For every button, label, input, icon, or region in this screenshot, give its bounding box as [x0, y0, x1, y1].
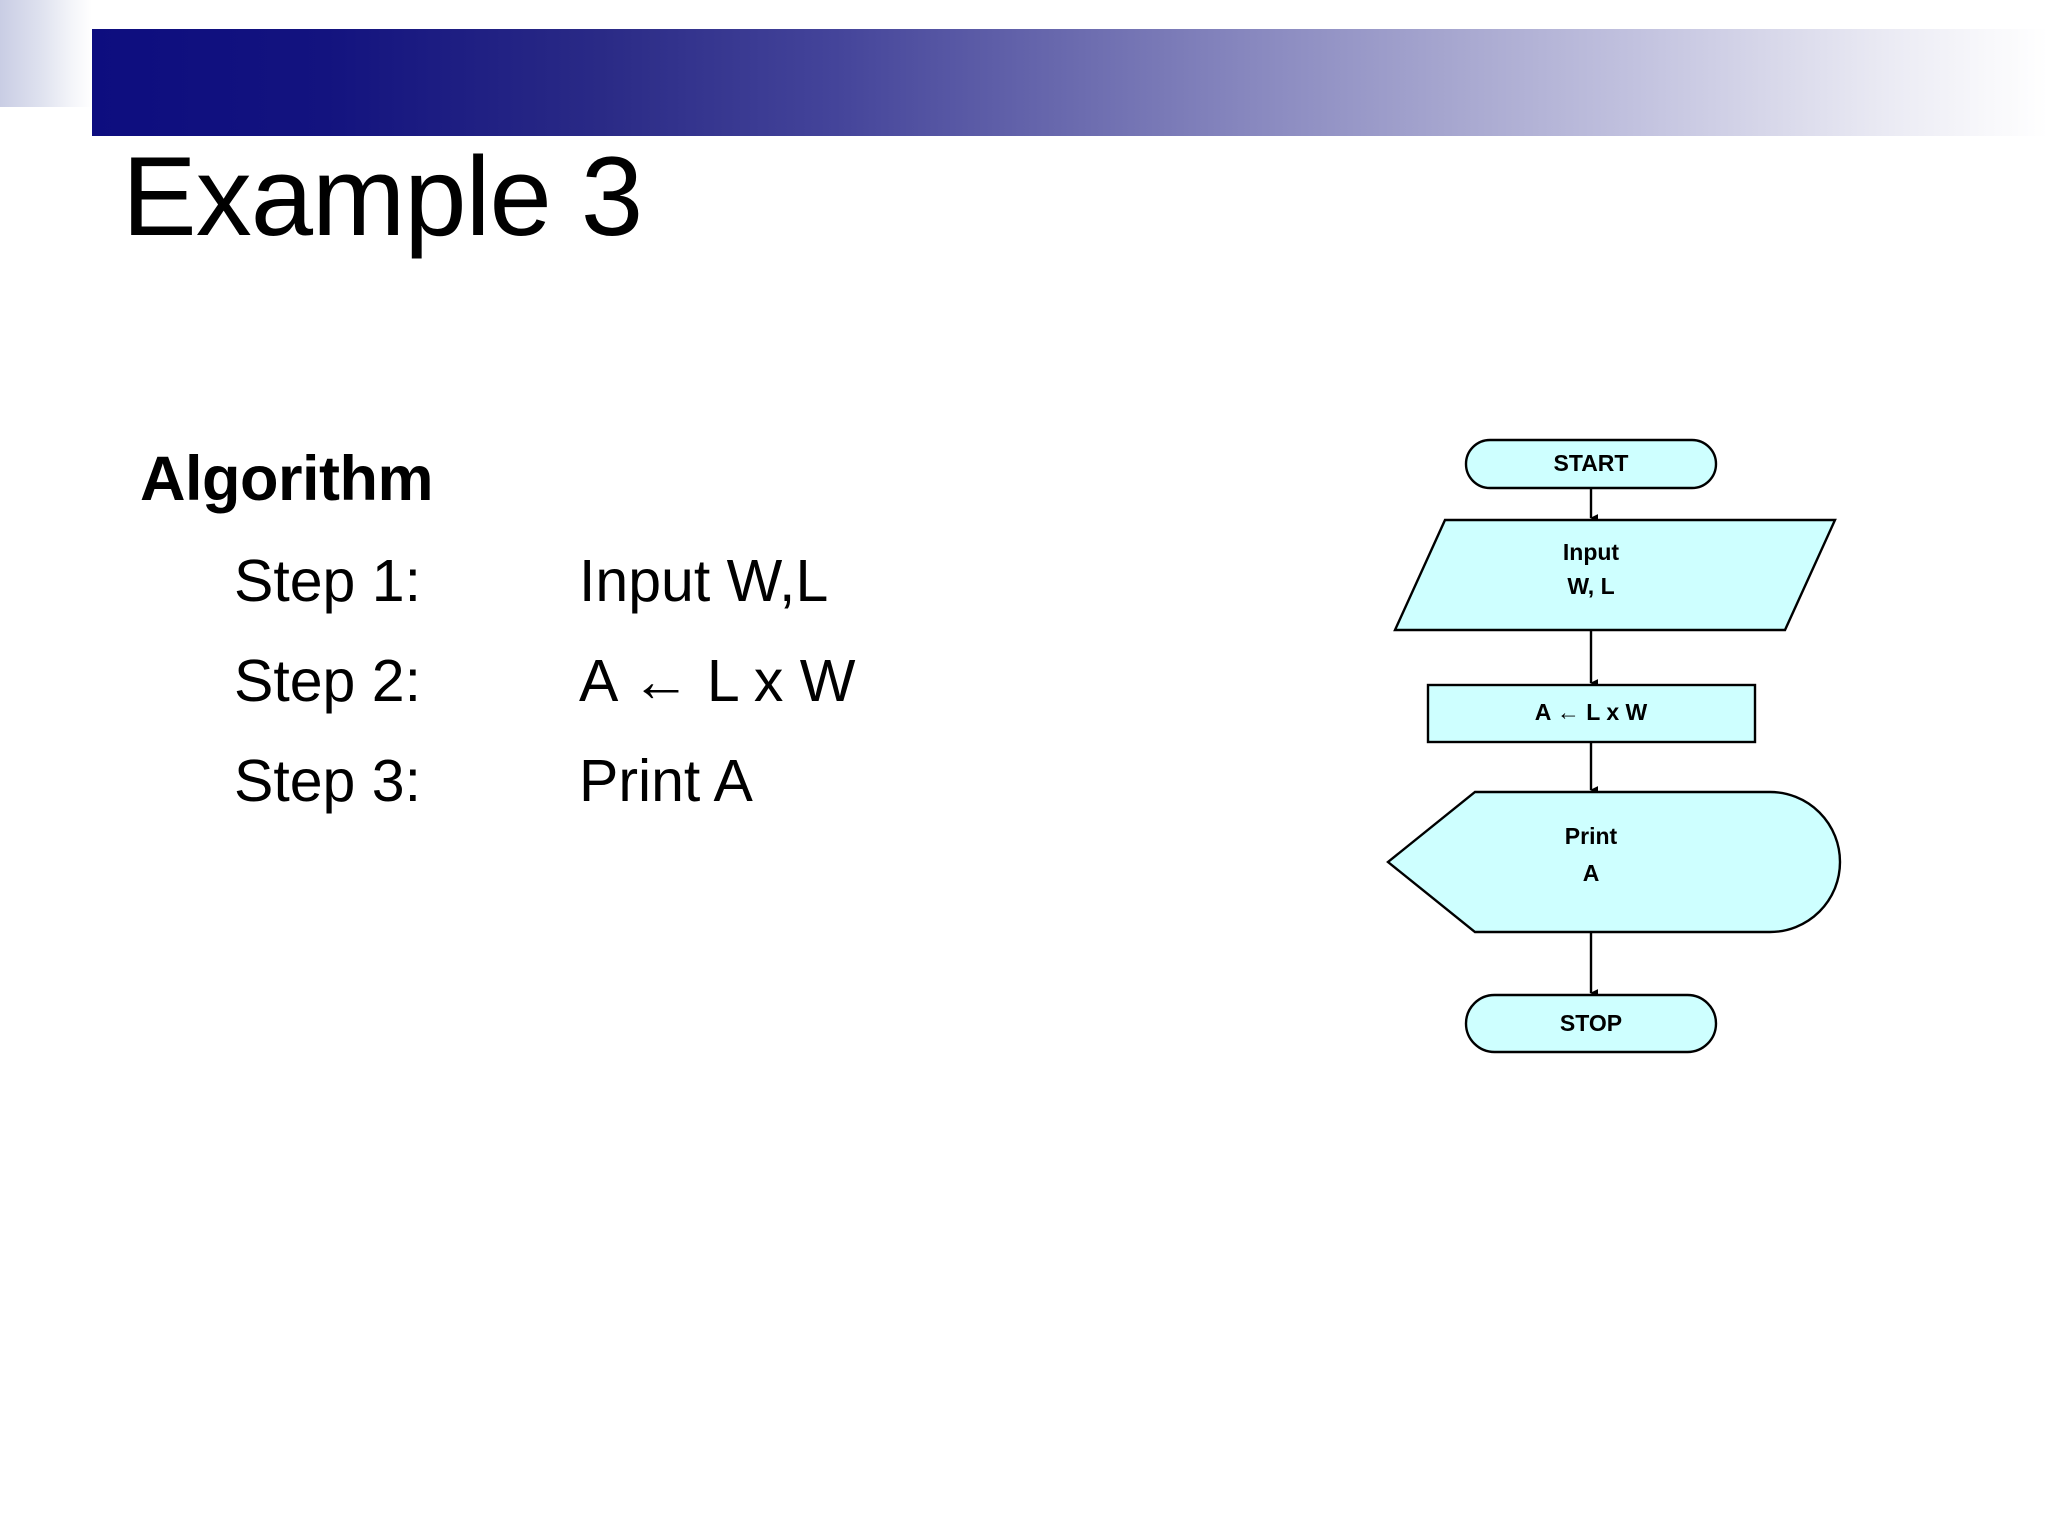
step-value: Print A [579, 748, 753, 814]
flow-node-stop-label: STOP [1560, 1010, 1622, 1036]
flow-node-print: Print A [1386, 790, 1842, 934]
corner-accent-block [0, 0, 92, 107]
algorithm-step-row: Step 1: Input W,L [234, 552, 1020, 611]
step-value: A ← L x W [579, 648, 856, 714]
flow-node-start-label: START [1554, 450, 1629, 476]
page-title: Example 3 [122, 134, 643, 259]
algorithm-step-row: Step 2: A ← L x W [234, 652, 1020, 711]
step-label: Step 3: [234, 748, 421, 814]
flow-node-process-label: A ← L x W [1535, 699, 1648, 725]
flow-node-process: A ← L x W [1426, 683, 1757, 744]
flow-node-print-label-1: Print [1565, 823, 1618, 849]
flow-node-stop: STOP [1464, 993, 1718, 1054]
parallelogram-shape-input [1393, 518, 1837, 632]
flow-node-input-label-1: Input [1563, 539, 1620, 565]
step-value: Input W,L [579, 548, 829, 614]
algorithm-step-row: Step 3: Print A [234, 752, 1020, 811]
step-label: Step 2: [234, 648, 421, 714]
display-shape-print [1386, 790, 1842, 934]
rectangle-shape-process [1426, 683, 1757, 744]
flow-node-input: Input W, L [1393, 518, 1837, 632]
flow-node-print-label-2: A [1583, 860, 1600, 886]
algorithm-step-list: Step 1: Input W,L Step 2: A ← L x W Step… [234, 552, 1020, 811]
algorithm-heading: Algorithm [140, 444, 433, 514]
flow-node-input-label-2: W, L [1567, 573, 1614, 599]
step-label: Step 1: [234, 548, 421, 614]
terminator-shape-stop [1464, 993, 1718, 1054]
header-gradient-bar [92, 29, 2048, 136]
flowchart-diagram: START Input W, L A ← L x W Pri [1180, 432, 2020, 1092]
flow-node-start: START [1464, 438, 1718, 490]
algorithm-block: Algorithm Step 1: Input W,L Step 2: A ← … [140, 448, 1020, 811]
